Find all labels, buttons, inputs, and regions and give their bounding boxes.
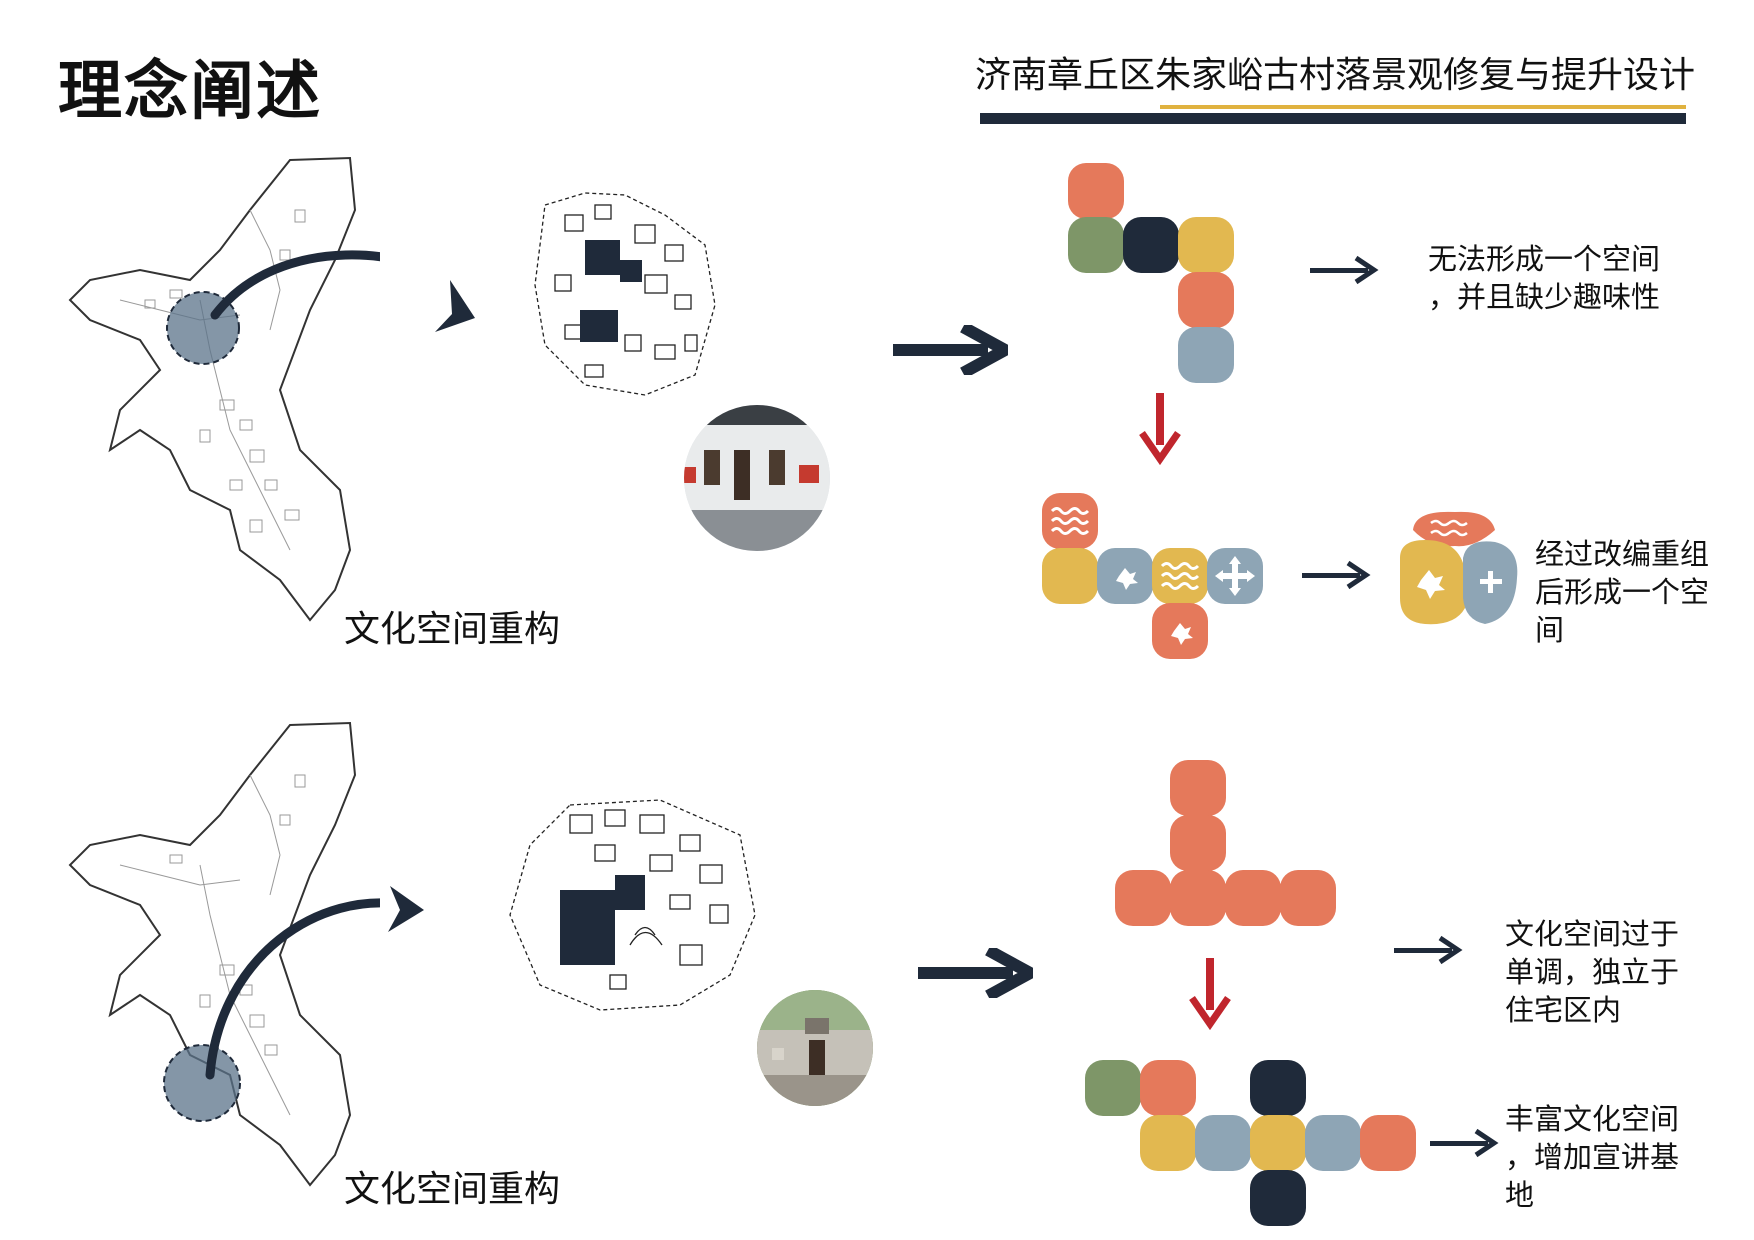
block-coral xyxy=(1178,272,1234,328)
village-photo-top xyxy=(684,405,830,551)
block-coral xyxy=(1280,870,1336,926)
title-underline-dark xyxy=(980,113,1686,124)
block-slate-splash xyxy=(1097,548,1153,604)
splash-icon xyxy=(1116,568,1138,590)
note-before-bottom: 文化空间过于 单调，独立于 住宅区内 xyxy=(1505,917,1680,1027)
block-navy xyxy=(1250,1060,1306,1116)
arrow-down-icon xyxy=(1189,958,1231,1030)
block-sage xyxy=(1068,217,1124,273)
title-underline-gold xyxy=(1160,105,1686,109)
block-coral xyxy=(1360,1115,1416,1171)
block-coral xyxy=(1115,870,1171,926)
village-map-top xyxy=(68,156,380,622)
site-plan-detail-bottom xyxy=(509,799,756,1011)
note-before-top: 无法形成一个空间 ，并且缺少趣味性 xyxy=(1428,242,1661,314)
site-plan-detail-top xyxy=(534,192,716,396)
block-slate-cross xyxy=(1207,548,1263,604)
block-mustard xyxy=(1042,548,1098,604)
wave-icon xyxy=(1160,562,1200,590)
village-map-bottom xyxy=(68,721,380,1187)
section-caption-top: 文化空间重构 xyxy=(344,609,561,650)
block-mustard xyxy=(1178,217,1234,273)
arrow-right-icon xyxy=(1394,935,1463,965)
block-navy xyxy=(1250,1170,1306,1226)
arrow-right-icon xyxy=(893,325,1008,375)
block-coral xyxy=(1170,815,1226,871)
arrow-right-icon xyxy=(1430,1128,1499,1158)
project-title: 济南章丘区朱家峪古村落景观修复与提升设计 xyxy=(975,55,1696,96)
section-caption-bottom: 文化空间重构 xyxy=(344,1169,561,1210)
block-mustard xyxy=(1250,1115,1306,1171)
block-sage xyxy=(1085,1060,1141,1116)
block-coral xyxy=(1140,1060,1196,1116)
block-slate xyxy=(1305,1115,1361,1171)
splash-icon xyxy=(1171,623,1193,645)
block-coral-splash xyxy=(1152,603,1208,659)
curve-arrowhead-bottom xyxy=(388,886,424,932)
merged-block-cluster xyxy=(1400,511,1518,625)
block-mustard-wave xyxy=(1152,548,1208,604)
arrow-down-icon xyxy=(1139,393,1181,465)
block-coral xyxy=(1170,870,1226,926)
block-slate xyxy=(1195,1115,1251,1171)
curve-arrowhead-top xyxy=(435,280,475,332)
arrow-right-icon xyxy=(1302,560,1371,590)
block-coral xyxy=(1170,760,1226,816)
block-coral-wave xyxy=(1042,493,1098,549)
page-title: 理念阐述 xyxy=(58,55,322,129)
note-after-bottom: 丰富文化空间 ，增加宣讲基 地 xyxy=(1505,1102,1680,1212)
wave-icon xyxy=(1050,507,1090,535)
block-slate xyxy=(1178,327,1234,383)
block-coral xyxy=(1225,870,1281,926)
arrow-right-icon xyxy=(1310,255,1379,285)
block-navy xyxy=(1123,217,1179,273)
arrow-right-icon xyxy=(918,948,1033,998)
village-photo-bottom xyxy=(757,990,873,1106)
block-coral xyxy=(1068,163,1124,219)
block-mustard xyxy=(1140,1115,1196,1171)
note-after-top: 经过改编重组 后形成一个空 间 xyxy=(1535,537,1710,647)
cross-arrows-icon xyxy=(1215,556,1255,596)
